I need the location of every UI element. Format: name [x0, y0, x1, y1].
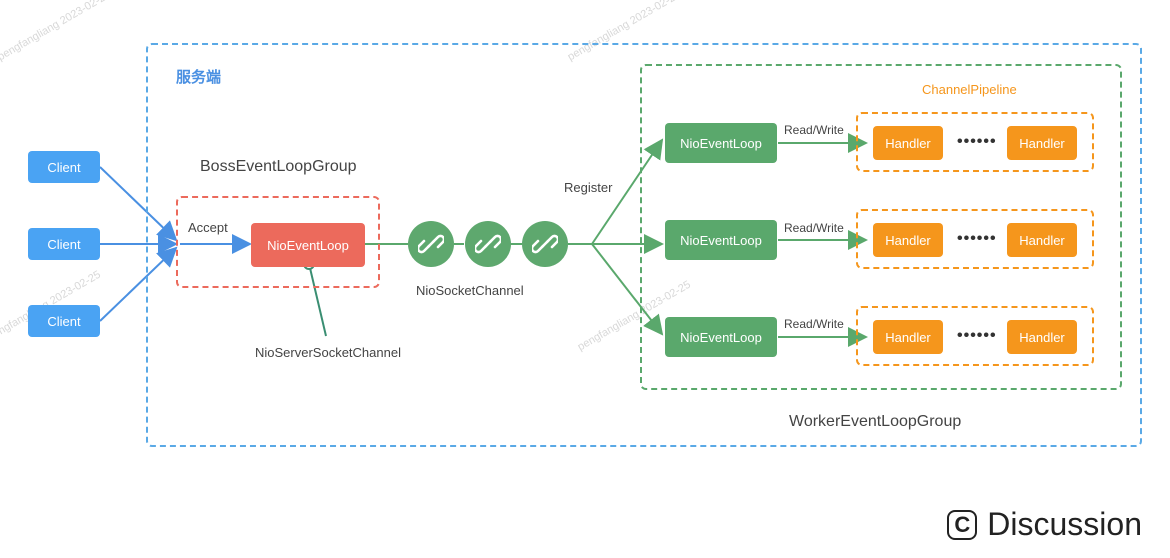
worker-event-loop: NioEventLoop — [665, 123, 777, 163]
comment-icon: C — [947, 509, 978, 540]
client-arrow — [99, 246, 178, 322]
pipeline-boundary — [856, 306, 1094, 366]
handler-box: Handler — [873, 126, 943, 160]
read-write-label: Read/Write — [784, 221, 844, 235]
read-write-label: Read/Write — [784, 317, 844, 331]
pipeline-boundary — [856, 112, 1094, 172]
socket-channel-label: NioSocketChannel — [416, 283, 524, 298]
discussion-link[interactable]: C Discussion — [947, 506, 1142, 543]
server-socket-channel-label: NioServerSocketChannel — [255, 345, 401, 360]
boss-group-label: BossEventLoopGroup — [200, 158, 357, 175]
chain-link-icon — [522, 221, 568, 267]
pipeline-boundary — [856, 209, 1094, 269]
ellipsis: •••••• — [957, 327, 997, 344]
chain-link-icon — [465, 221, 511, 267]
server-boundary — [146, 43, 1142, 447]
handler-box: Handler — [1007, 320, 1077, 354]
handler-box: Handler — [1007, 223, 1077, 257]
accept-label: Accept — [188, 220, 228, 235]
chain-link-icon — [408, 221, 454, 267]
server-label: 服务端 — [176, 69, 222, 86]
client-arrow — [99, 166, 178, 242]
pipeline-label: ChannelPipeline — [922, 82, 1017, 97]
client-box: Client — [28, 305, 100, 337]
register-arrow — [591, 138, 664, 245]
client-box: Client — [28, 228, 100, 260]
ellipsis: •••••• — [957, 230, 997, 247]
server-socket-pointer — [309, 267, 327, 337]
handler-box: Handler — [873, 223, 943, 257]
register-label: Register — [564, 180, 613, 195]
worker-group-boundary — [640, 64, 1122, 390]
read-write-label: Read/Write — [784, 123, 844, 137]
client-box: Client — [28, 151, 100, 183]
discussion-label: Discussion — [987, 506, 1142, 542]
boss-event-loop: NioEventLoop — [251, 223, 365, 267]
worker-group-label: WorkerEventLoopGroup — [789, 413, 962, 430]
boss-group-boundary — [176, 196, 380, 288]
ellipsis: •••••• — [957, 133, 997, 150]
handler-box: Handler — [873, 320, 943, 354]
worker-event-loop: NioEventLoop — [665, 220, 777, 260]
worker-event-loop: NioEventLoop — [665, 317, 777, 357]
register-arrow — [591, 243, 664, 336]
handler-box: Handler — [1007, 126, 1077, 160]
